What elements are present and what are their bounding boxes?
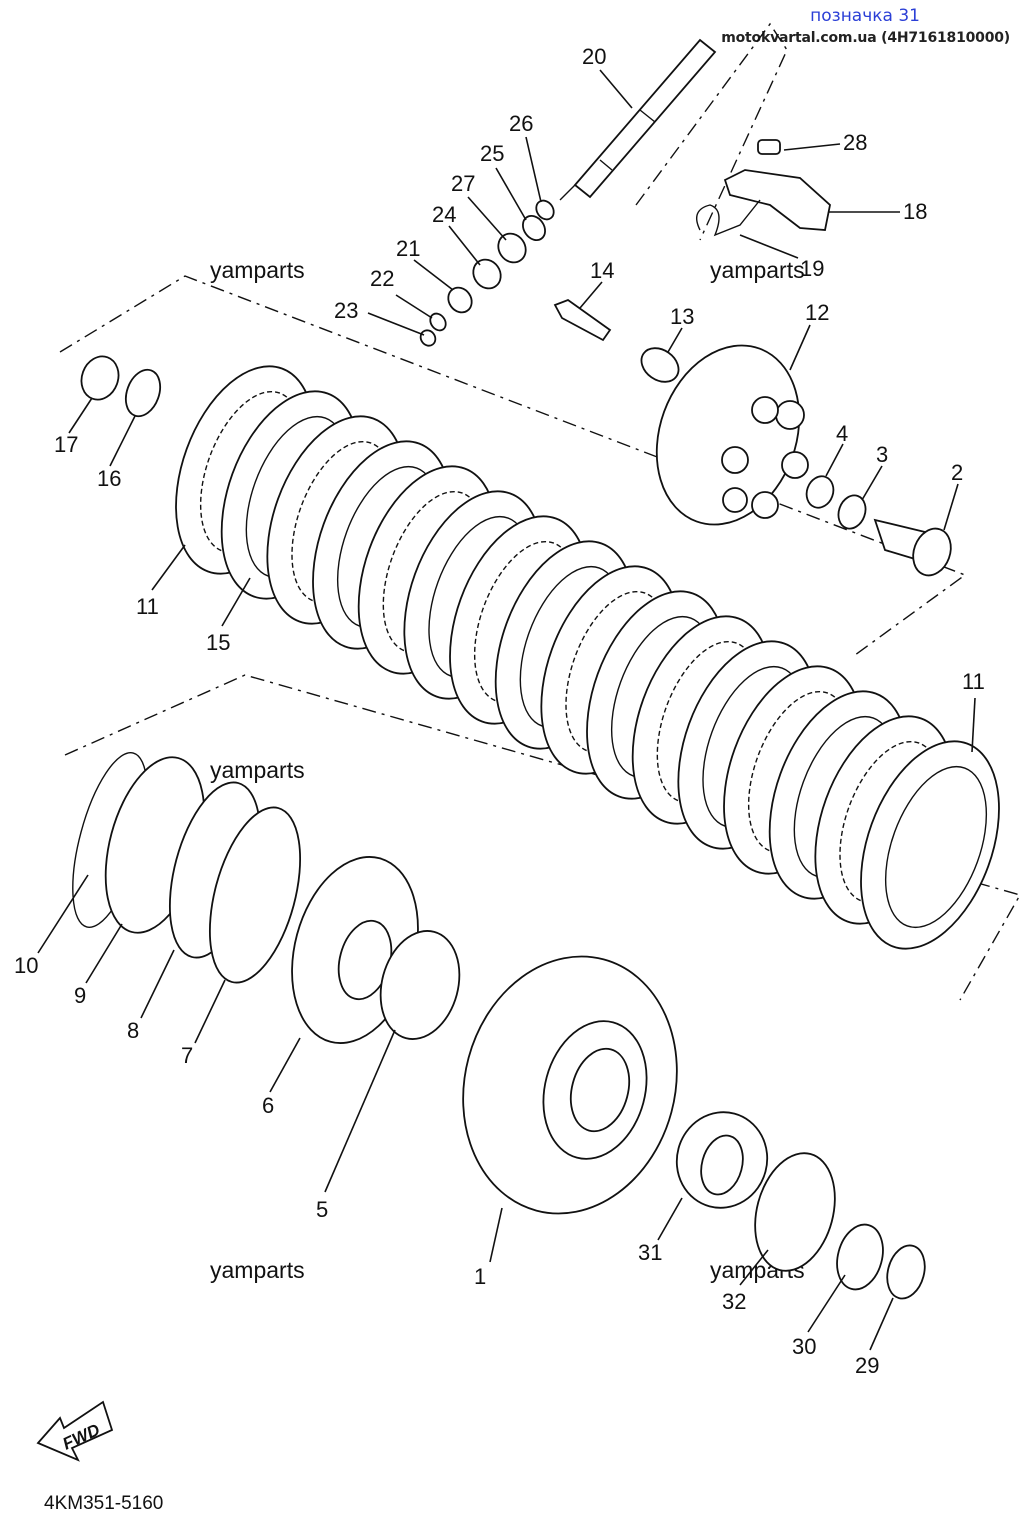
rings-and-seats: [72, 752, 302, 984]
callout-23: 23: [334, 298, 358, 323]
callout-4: 4: [836, 421, 848, 446]
group-frame-pressure: [59, 275, 967, 656]
callout-13: 13: [670, 304, 694, 329]
watermark: yamparts: [210, 1257, 305, 1283]
callout-14: 14: [590, 258, 614, 283]
callout-20: 20: [582, 44, 606, 69]
watermark: yamparts: [710, 257, 805, 283]
clutch-boss: [291, 856, 461, 1044]
primary-driven-gear: [462, 955, 678, 1215]
leader-lines: [37, 69, 976, 1351]
callout-26: 26: [509, 111, 533, 136]
clutch-plate-stack: [175, 365, 1000, 950]
push-rod-small-parts: [419, 199, 555, 347]
callout-31: 31: [638, 1240, 662, 1265]
pressure-plate: [655, 344, 809, 526]
callout-7: 7: [181, 1043, 193, 1068]
forward-arrow-icon: FWD: [36, 1400, 114, 1462]
callout-27: 27: [451, 171, 475, 196]
callout-17: 17: [54, 432, 78, 457]
callout-10: 10: [14, 953, 38, 978]
callout-24: 24: [432, 202, 456, 227]
watermark: yamparts: [210, 257, 305, 283]
callout-3: 3: [876, 442, 888, 467]
diagram-code: 4KM351-5160: [44, 1493, 164, 1514]
clutch-plate: [860, 740, 1000, 950]
callout-1: 1: [474, 1264, 486, 1289]
callout-11: 11: [136, 594, 159, 619]
callout-9: 9: [74, 983, 86, 1008]
clutch-lever-assembly: [696, 139, 831, 237]
callout-18: 18: [903, 199, 927, 224]
callout-30: 30: [792, 1334, 816, 1359]
callout-5: 5: [316, 1197, 328, 1222]
callout-11: 11: [962, 669, 985, 694]
callout-12: 12: [805, 300, 829, 325]
callout-21: 21: [396, 236, 420, 261]
nut-and-washer: [80, 355, 162, 418]
push-rod: [559, 38, 717, 201]
callout-15: 15: [206, 630, 230, 655]
callout-8: 8: [127, 1018, 139, 1043]
bolt-and-spring: [553, 298, 680, 383]
callout-25: 25: [480, 141, 504, 166]
callout-29: 29: [855, 1353, 879, 1378]
group-frame-lever: [635, 22, 788, 241]
callout-16: 16: [97, 466, 121, 491]
callout-6: 6: [262, 1093, 274, 1118]
plate-inner-edge: [884, 765, 988, 929]
group-frame-plates: [64, 674, 1022, 1001]
callout-32: 32: [722, 1289, 746, 1314]
source-reference: motokvartal.com.ua (4H7161810000): [721, 30, 1010, 46]
callout-numbers: 20 26 25 27 24 21 22 23 28 18 19 14 13 1…: [14, 44, 985, 1378]
callout-22: 22: [370, 266, 394, 291]
push-rod-end-parts: [805, 475, 952, 577]
watermark: yamparts: [210, 757, 305, 783]
callout-19: 19: [800, 256, 824, 281]
diagram-title: позначка 31: [810, 6, 920, 26]
callout-28: 28: [843, 130, 867, 155]
gear-bearing-parts: [675, 1111, 926, 1300]
callout-2: 2: [951, 460, 963, 485]
